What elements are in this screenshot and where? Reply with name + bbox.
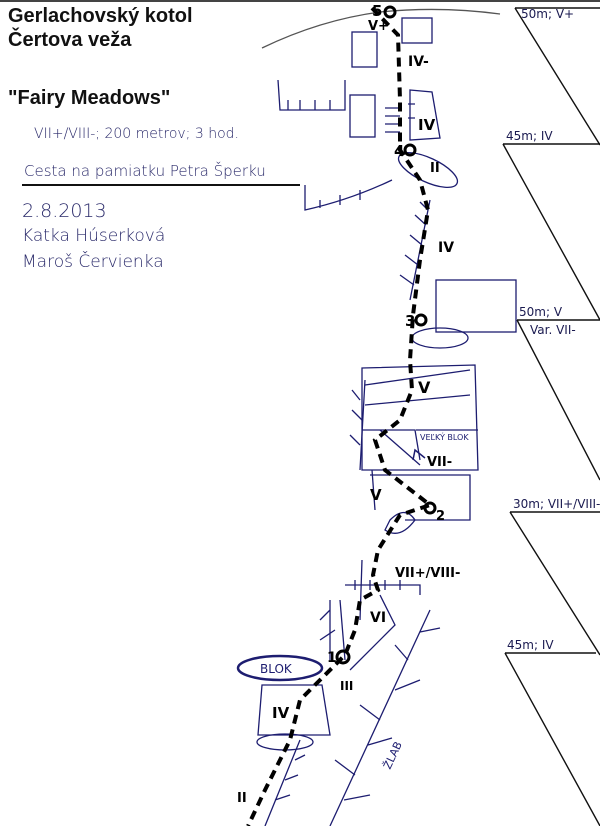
route-name: "Fairy Meadows" [8,87,171,109]
climber-2: Maroš Červienka [22,252,164,272]
grade-label: VII+/VIII- [395,566,460,581]
pitch-label-4: 45m; IV [506,129,553,143]
block-label: BLOK [260,662,293,676]
belay-number-4: 4 [394,142,404,160]
grade-label: V [370,486,382,504]
belay-circle [403,143,417,157]
big-block-label: VEĽKÝ BLOK [420,431,469,442]
belay-circle [423,501,437,515]
belay-circle [414,313,428,327]
belay-stations [335,5,437,665]
grade-label: IV [438,240,454,256]
route-summary: VII+/VIII-; 200 metrov; 3 hod. [34,126,239,142]
rock-features [236,8,517,826]
grade-label: III [340,679,353,693]
dedication: Cesta na pamiatku Petra Šperku [24,162,266,180]
gully-label: ŽLAB [381,739,405,771]
pitch-length-scale [502,7,600,826]
climbing-route-line [246,6,435,826]
grade-label: VII- [427,455,452,470]
tower-title: Čertova veža [8,29,132,51]
grade-label: V+ [368,19,389,34]
grade-label: VI [370,610,386,626]
grade-label: II [237,791,247,806]
page-border [0,0,600,2]
pitch-label-3: 50m; V [519,305,563,319]
belay-number-3: 3 [405,312,415,330]
grade-label: IV [272,704,290,722]
grade-label: IV [418,116,436,134]
dedication-underline [22,184,300,186]
climber-1: Katka Húserková [22,226,166,246]
belay-circle [335,649,351,665]
belay-number-5: 5 [372,2,382,20]
grade-label: II [430,161,440,176]
pitch-label-1: 45m; IV [507,638,554,652]
pitch-label-2: 30m; VII+/VIII- [513,497,600,511]
grade-label: V [418,378,431,397]
pitch-variant-label: Var. VII- [530,323,576,337]
grade-label: IV- [408,54,429,70]
area-title: Gerlachovský kotol [8,5,193,27]
belay-circle [383,5,397,19]
belay-number-2: 2 [436,509,445,524]
belay-number-1: 1 [327,650,337,666]
pitch-label-5: 50m; V+ [521,7,574,21]
date: 2.8.2013 [22,200,107,222]
